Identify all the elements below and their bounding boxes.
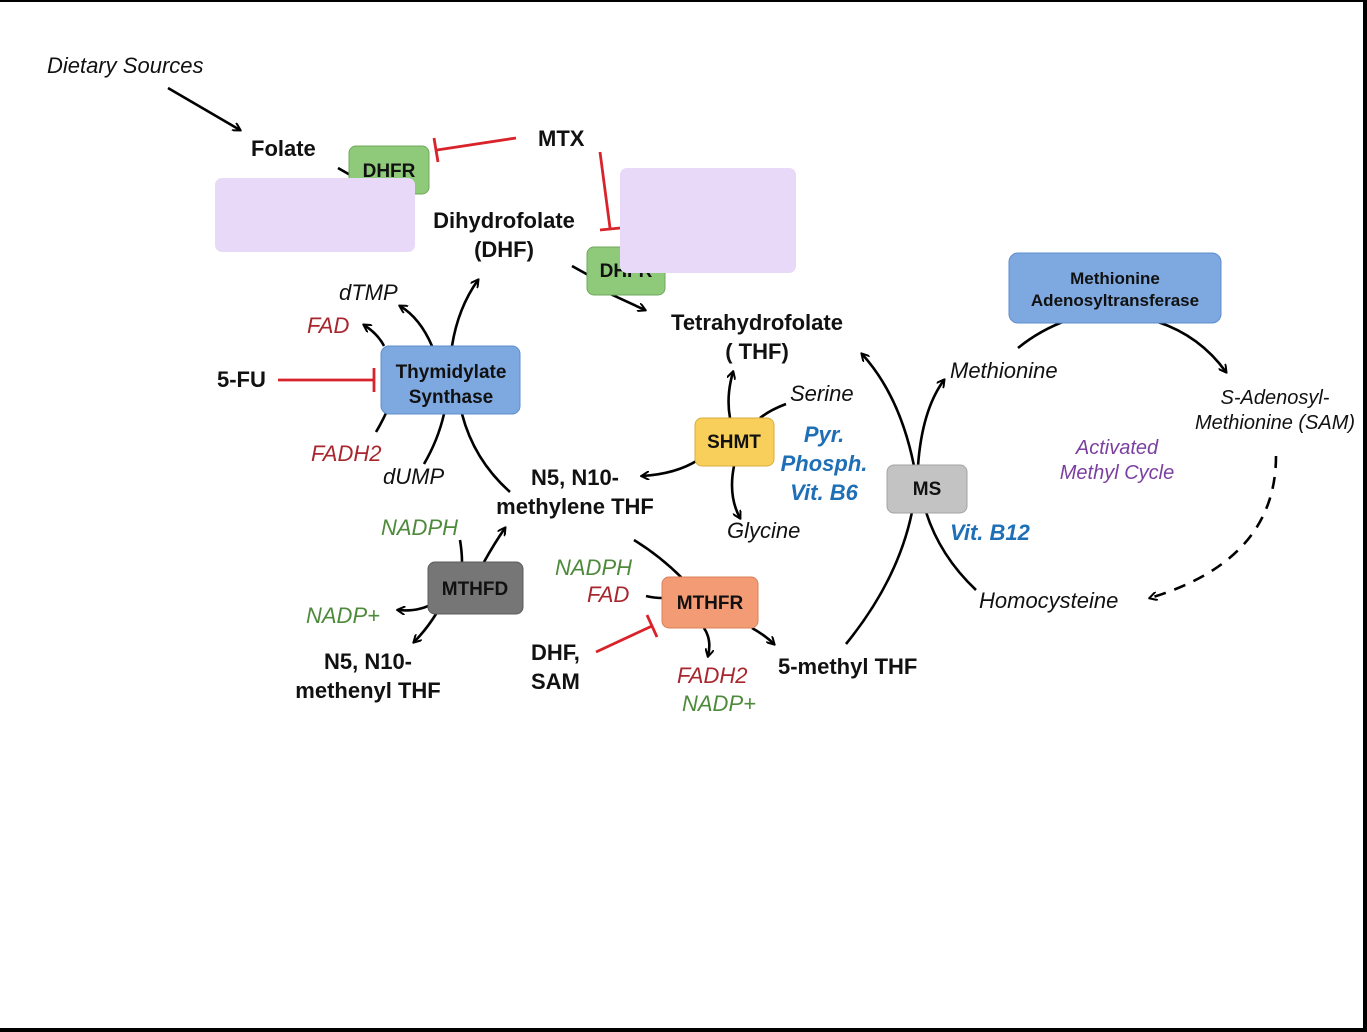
dhf-sam-line2: SAM [531, 669, 580, 694]
fadh2-ts-label: FADH2 [311, 441, 382, 466]
dhf-label-line2: (DHF) [474, 237, 534, 262]
fad-to-mthfr-line [645, 594, 663, 600]
mat-to-sam-arrow [1157, 320, 1226, 372]
shmt-to-glycine-arrow [730, 465, 740, 518]
thf-label-line1: Tetrahydrofolate [671, 310, 843, 335]
mthfd-to-methylene-arrow [482, 528, 505, 563]
thf-label-line2: ( THF) [725, 339, 789, 364]
nadph-to-mthfd-line [458, 539, 464, 563]
metabolite-labels: Dietary Sources Folate MTX Dihydrofolate… [47, 53, 1355, 703]
cycle-label-line2: Methyl Cycle [1060, 462, 1174, 484]
nadp-mthfr-label: NADP+ [682, 691, 756, 716]
nadph-mthfr-label: NADPH [555, 555, 632, 580]
methenyl-thf-line2: methenyl THF [295, 678, 440, 703]
serine-label: Serine [790, 381, 854, 406]
occlusion-box-right [620, 168, 796, 273]
mtx-label: MTX [538, 126, 585, 151]
nadp-mthfd-label: NADP+ [306, 603, 380, 628]
mthfd-to-methenyl-arrow [414, 613, 438, 642]
sam-to-homocysteine-dashed-arrow [1150, 455, 1278, 598]
methylene-to-ts-line [460, 413, 511, 493]
cycle-label-line1: Activated [1075, 437, 1159, 459]
methenyl-thf-line1: N5, N10- [324, 649, 412, 674]
ts-to-dhf-arrow [450, 280, 478, 347]
ts-to-fad-arrow [364, 325, 386, 347]
dump-label: dUMP [383, 464, 444, 489]
fadh2-to-ts-line [374, 412, 388, 433]
methylene-thf-line2: methylene THF [496, 494, 654, 519]
ts-label-line2: Synthase [409, 387, 493, 408]
enzyme-methionine-adenosyltransferase: Methionine Adenosyltransferase [1008, 252, 1222, 324]
mat-label-line2: Adenosyltransferase [1031, 291, 1199, 310]
dump-to-ts-line [422, 413, 446, 465]
homocysteine-to-ms-line [924, 511, 977, 591]
shmt-to-methylene-arrow [642, 458, 699, 476]
dhf-sam-inhibits-mthfr [595, 614, 659, 654]
enzyme-ms: MS [886, 464, 968, 514]
dhf-label-line1: Dihydrofolate [433, 208, 575, 233]
five-fu-label: 5-FU [217, 367, 266, 392]
occlusion-box-left [215, 178, 415, 252]
ms-label: MS [913, 479, 942, 500]
fadh2-mthfr-label: FADH2 [677, 663, 748, 688]
sam-label-line2: Methionine (SAM) [1195, 412, 1355, 434]
inhibition-lines [278, 136, 659, 654]
cofactor-labels: FAD FADH2 NADPH NADP+ NADPH FAD FADH2 NA… [306, 313, 1174, 716]
mtx-inhibits-dhfr-mid [598, 151, 621, 232]
mthfr-to-methylthf-arrow [751, 626, 774, 644]
methionine-to-mat-line [1017, 318, 1069, 350]
ms-to-methionine-arrow [916, 380, 944, 467]
dhf-sam-line1: DHF, [531, 640, 580, 665]
dtmp-label: dTMP [339, 280, 398, 305]
enzyme-mthfr: MTHFR [661, 576, 759, 629]
folate-label: Folate [251, 136, 316, 161]
enzyme-thymidylate-synthase: Thymidylate Synthase [380, 345, 521, 415]
ms-to-thf-arrow [862, 354, 916, 467]
shmt-label: SHMT [707, 432, 761, 453]
ts-to-dtmp-arrow [400, 306, 434, 347]
fu-inhibits-ts [278, 368, 376, 392]
vit-b12-label: Vit. B12 [950, 520, 1031, 545]
enzyme-shmt: SHMT [694, 417, 775, 467]
fad-ts-label: FAD [307, 313, 349, 338]
mthfd-to-nadp-arrow [398, 602, 433, 610]
mat-label-line1: Methionine [1070, 269, 1160, 288]
methylene-thf-line1: N5, N10- [531, 465, 619, 490]
enzyme-mthfd: MTHFD [427, 561, 524, 615]
b6-label-line2: Phosph. [781, 451, 868, 476]
mthfd-label: MTHFD [442, 579, 508, 600]
mtx-inhibits-dhfr-top [432, 136, 517, 163]
glycine-label: Glycine [727, 518, 800, 543]
shmt-to-thf-arrow [729, 372, 733, 419]
serine-to-shmt-line [759, 402, 787, 420]
b6-label-line1: Pyr. [804, 422, 844, 447]
ts-label-line1: Thymidylate [396, 362, 507, 383]
enzyme-dhfr-top-label: DHFR [363, 161, 416, 182]
pathway-arrows [167, 86, 1278, 656]
nadph-mthfd-label: NADPH [381, 515, 458, 540]
methylthf-to-ms-line [844, 511, 914, 645]
fad-mthfr-label: FAD [587, 582, 629, 607]
dietary-to-folate-arrow [167, 86, 240, 130]
b6-label-line3: Vit. B6 [790, 480, 858, 505]
methylene-to-mthfr-line [633, 538, 683, 579]
methionine-label: Methionine [950, 358, 1058, 383]
mthfr-to-fadh2-arrow [702, 627, 709, 656]
mthfr-label: MTHFR [677, 593, 744, 614]
homocysteine-label: Homocysteine [979, 588, 1118, 613]
occlusion-boxes [215, 168, 796, 273]
methyl-thf-label: 5-methyl THF [778, 654, 917, 679]
sam-label-line1: S-Adenosyl- [1221, 387, 1330, 409]
dietary-sources-label: Dietary Sources [47, 53, 204, 78]
